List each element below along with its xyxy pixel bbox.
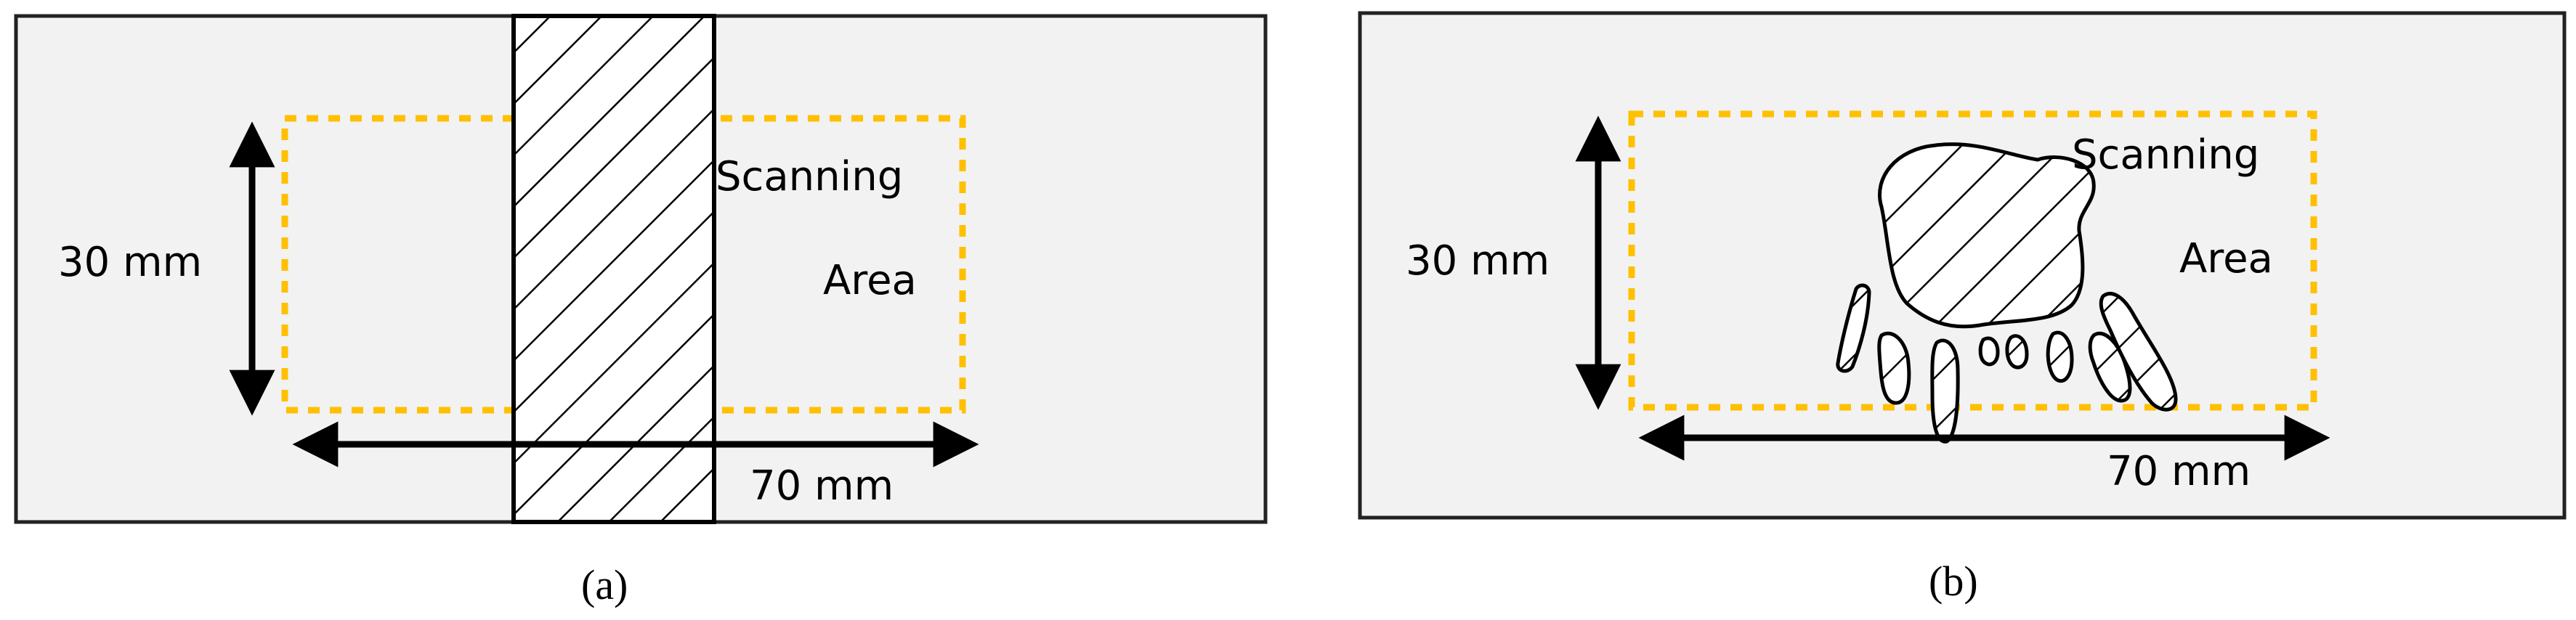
caption-b: (b) xyxy=(1929,558,1978,605)
caption-a: (a) xyxy=(581,561,628,608)
paw-toe-8 xyxy=(2099,292,2178,412)
area-label-a: Area xyxy=(823,257,917,304)
horizontal-dimension-label-a: 70 mm xyxy=(750,462,894,510)
paw-toe-6 xyxy=(2046,330,2074,383)
paw-print-blot xyxy=(1836,142,2178,444)
panel-b: 30 mm 70 mm Scanning Area (b) xyxy=(1358,11,2567,605)
paw-toe-5 xyxy=(2005,334,2029,370)
scanning-label-a: Scanning xyxy=(716,153,903,200)
vertical-dimension-label-a: 30 mm xyxy=(58,239,202,286)
horizontal-dimension-label-b: 70 mm xyxy=(2107,448,2251,495)
paw-toe-4 xyxy=(1978,336,2000,367)
paw-pad-main xyxy=(1878,142,2096,329)
area-label-b: Area xyxy=(2179,235,2273,282)
paw-toe-2 xyxy=(1877,331,1911,405)
paw-toe-1 xyxy=(1836,283,1871,373)
vertical-dimension-label-b: 30 mm xyxy=(1406,237,1550,285)
paw-toe-3 xyxy=(1930,338,1960,444)
panel-a: 30 mm 70 mm Scanning Area (a) xyxy=(14,14,1268,608)
scanning-area-outline-b xyxy=(1628,110,2317,411)
scanning-label-b: Scanning xyxy=(2072,131,2259,179)
